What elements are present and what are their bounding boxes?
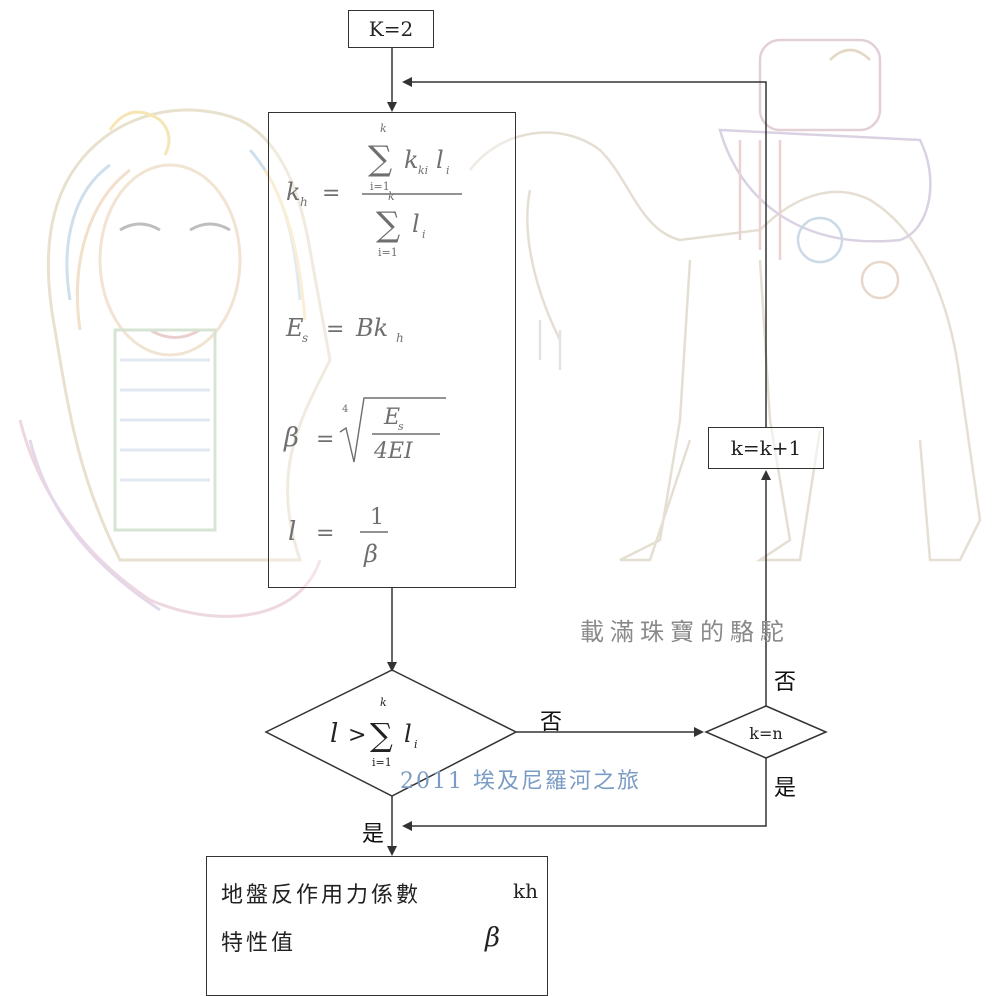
condition-formula: l > ∑ k i=1 l i [330, 696, 418, 769]
formula-l: l = 1 β [288, 505, 388, 568]
formula-beta: β = 4 E s 4EI [283, 397, 446, 464]
svg-text:i: i [446, 164, 450, 177]
result-line-2: 特性值 [221, 931, 297, 956]
svg-text:=: = [316, 427, 334, 452]
svg-text:i: i [422, 228, 426, 241]
svg-text:k: k [388, 190, 395, 203]
svg-text:i: i [414, 738, 418, 751]
increment-node: k=k+1 [708, 427, 824, 469]
formula-es: E s = Bk h [285, 314, 404, 345]
decision-kn-label: k=n [749, 724, 782, 743]
camel-sketch [469, 38, 982, 562]
increment-node-label: k=k+1 [730, 436, 802, 460]
svg-text:β: β [363, 540, 378, 568]
svg-text:∑: ∑ [370, 716, 393, 754]
svg-text:l: l [404, 720, 412, 748]
decision-kn-diamond [704, 705, 828, 759]
svg-text:l: l [330, 719, 338, 749]
svg-text:i=1: i=1 [372, 756, 392, 769]
svg-text:4EI: 4EI [373, 439, 414, 464]
trip-caption: 2011 埃及尼羅河之旅 [400, 769, 641, 794]
svg-text:β: β [283, 423, 299, 453]
formula-kh: k h = ∑ k i=1 k ki l i ∑ k i=1 l i [286, 122, 462, 259]
branch-label-no-kn: 否 [774, 670, 797, 695]
connector-kn-to-result [402, 758, 767, 831]
condition-diamond [264, 669, 518, 797]
result-symbol-beta: β [485, 923, 501, 953]
svg-text:Bk: Bk [355, 314, 388, 342]
svg-text:∑: ∑ [376, 205, 400, 245]
result-box: 地盤反作用力係數 kh 特性值 β [206, 856, 548, 996]
connector-loop-return [402, 77, 767, 427]
svg-text:l: l [288, 517, 296, 547]
svg-text:s: s [302, 331, 308, 345]
svg-text:l: l [436, 146, 444, 174]
svg-text:h: h [396, 331, 404, 345]
svg-text:h: h [300, 195, 308, 209]
branch-label-yes-kn: 是 [774, 776, 797, 801]
svg-text:=: = [316, 521, 334, 546]
svg-text:E: E [285, 314, 304, 342]
svg-text:l: l [412, 210, 420, 238]
svg-text:k: k [380, 122, 387, 135]
svg-text:E: E [383, 405, 400, 430]
start-node-label: K=2 [368, 17, 414, 41]
svg-text:k: k [286, 178, 301, 206]
svg-text:k: k [380, 696, 387, 709]
result-symbol-kh: kh [513, 879, 538, 903]
svg-text:s: s [398, 420, 404, 433]
svg-text:=: = [322, 181, 340, 206]
svg-text:=: = [326, 317, 344, 342]
start-node: K=2 [348, 10, 434, 48]
branch-label-no-condition: 否 [540, 710, 563, 735]
svg-text:i=1: i=1 [370, 180, 390, 193]
svg-text:k: k [404, 146, 419, 174]
camel-caption: 載滿珠寶的駱駝 [580, 618, 790, 646]
calculation-box [268, 112, 516, 588]
result-line-1: 地盤反作用力係數 [221, 883, 422, 908]
pharaoh-sketch [18, 108, 332, 618]
svg-text:>: > [348, 723, 366, 748]
svg-text:1: 1 [370, 505, 384, 530]
svg-text:∑: ∑ [368, 139, 392, 179]
svg-text:ki: ki [418, 164, 428, 177]
svg-text:i=1: i=1 [378, 246, 398, 259]
svg-text:4: 4 [342, 404, 348, 415]
branch-label-yes-condition: 是 [362, 822, 385, 847]
